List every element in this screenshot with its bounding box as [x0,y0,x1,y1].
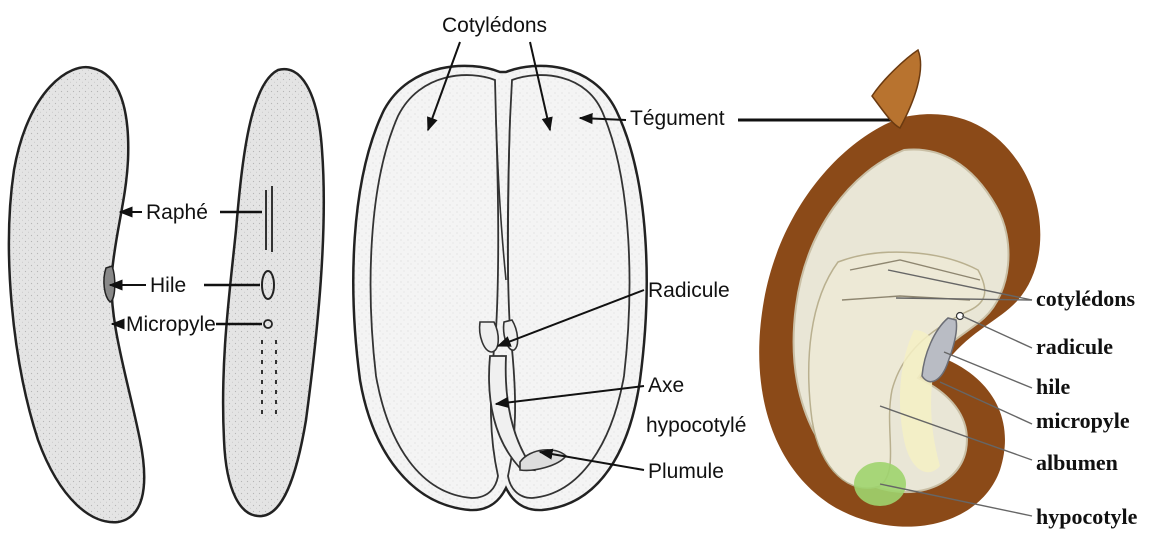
col-micropyle-label: micropyle [1036,408,1130,433]
axe-label: Axe [648,374,684,397]
raphe-label: Raphé [146,201,208,224]
hile-label: Hile [150,274,186,297]
external-view-panel: Raphé Hile Micropyle [9,67,324,522]
col-hypocotyle-label: hypocotyle [1036,504,1138,529]
tegument-label: Tégument [630,107,725,130]
plumule-label: Plumule [648,460,724,483]
colored-view-panel: cotylédons radicule hile micropyle album… [759,50,1137,529]
radicule-label: Radicule [648,279,730,302]
cotyledons-label: Cotylédons [442,14,547,37]
col-albumen-label: albumen [1036,450,1118,475]
col-cotyledons-label: cotylédons [1036,286,1135,311]
hypocotyle-label: hypocotylé [646,414,746,437]
col-radicule-label: radicule [1036,334,1113,359]
col-hile-label: hile [1036,374,1070,399]
seed-side-view [9,67,144,522]
micropyle-label: Micropyle [126,313,216,336]
